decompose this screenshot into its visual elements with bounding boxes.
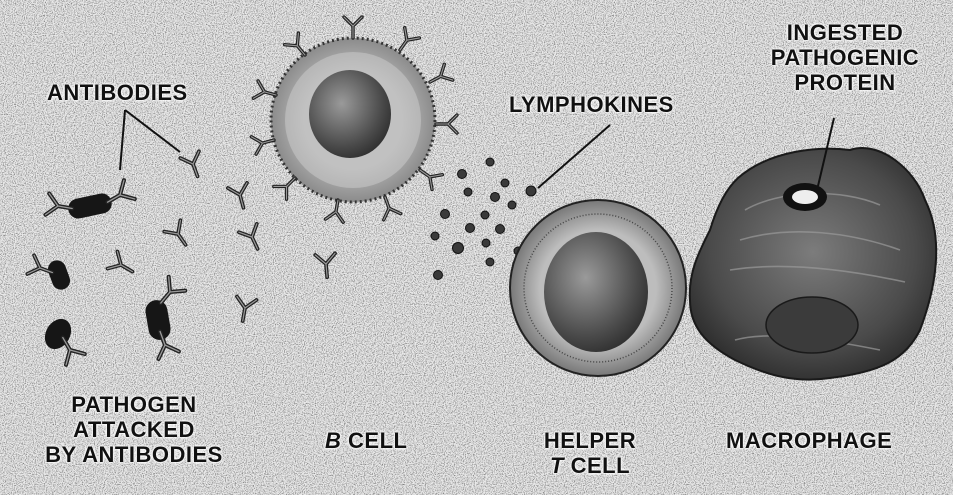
label-antibodies: ANTIBODIES <box>47 80 188 105</box>
label-pathogen-line2: ATTACKED <box>20 417 248 442</box>
label-pathogen-attacked: PATHOGEN ATTACKED BY ANTIBODIES <box>20 392 248 467</box>
label-ingested-pathogenic-protein: INGESTED PATHOGENIC PROTEIN <box>752 20 938 95</box>
label-pathogen-line3: BY ANTIBODIES <box>20 442 248 467</box>
helper-t-cell <box>510 200 686 376</box>
label-t-cell-rest: CELL <box>571 453 630 478</box>
macrophage-nucleus <box>766 297 858 353</box>
label-ingested-line2: PATHOGENIC <box>752 45 938 70</box>
label-b-cell-rest: CELL <box>348 428 407 453</box>
label-ingested-line1: INGESTED <box>752 20 938 45</box>
label-t-cell-italic: T <box>550 453 564 478</box>
label-ingested-line3: PROTEIN <box>752 70 938 95</box>
label-b-cell: B CELL <box>325 428 407 453</box>
t-cell-nucleus <box>544 232 648 352</box>
label-pathogen-line1: PATHOGEN <box>20 392 248 417</box>
label-b-cell-italic: B <box>325 428 341 453</box>
label-macrophage: MACROPHAGE <box>726 428 892 453</box>
label-lymphokines: LYMPHOKINES <box>509 92 674 117</box>
b-cell-nucleus <box>309 70 391 158</box>
label-helper-line1: HELPER <box>532 428 648 453</box>
label-t-cell-line: T CELL <box>532 453 648 478</box>
label-helper-t-cell: HELPER T CELL <box>532 428 648 478</box>
